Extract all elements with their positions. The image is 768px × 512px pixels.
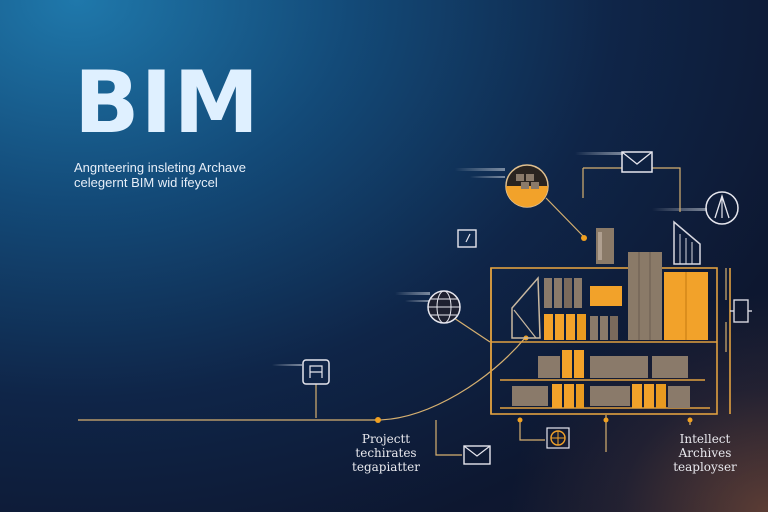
- connector-lines: [78, 167, 727, 456]
- page-title: BIM: [74, 53, 261, 153]
- subtitle: Angnteering insleting Archave celegernt …: [74, 160, 314, 190]
- subtitle-line-2: celegernt BIM wid ifeycel: [74, 175, 218, 190]
- archive-shelf-upper: [511, 252, 708, 340]
- project-label-line-1: Projectt: [361, 432, 411, 446]
- archives-label: Intellect Archives teaployser: [660, 432, 750, 474]
- mail-icon: [621, 151, 653, 173]
- connector-nodes: [375, 235, 693, 423]
- project-label: Projectt techirates tegapiatter: [346, 432, 426, 474]
- chair-icon: [302, 359, 330, 385]
- project-label-line-3: tegapiatter: [352, 460, 420, 474]
- subtitle-line-1: Angnteering insleting Archave: [74, 160, 247, 175]
- mail-icon-bottom: [463, 445, 491, 465]
- binder-icon: [596, 228, 614, 264]
- pen-icon: [705, 191, 739, 225]
- archive-shelf-lower: [512, 350, 690, 408]
- project-label-line-2: techirates: [355, 446, 417, 460]
- archives-label-line-3: teaployser: [673, 460, 737, 474]
- archives-label-line-1: Intellect: [679, 432, 731, 446]
- archive-box-icon: [505, 164, 549, 208]
- document-icon: [457, 229, 477, 248]
- archives-label-line-2: Archives: [678, 446, 732, 460]
- globe-icon: [427, 290, 461, 324]
- connector-icon: [730, 299, 752, 323]
- building-icon: [673, 220, 701, 265]
- target-icon: [546, 427, 570, 449]
